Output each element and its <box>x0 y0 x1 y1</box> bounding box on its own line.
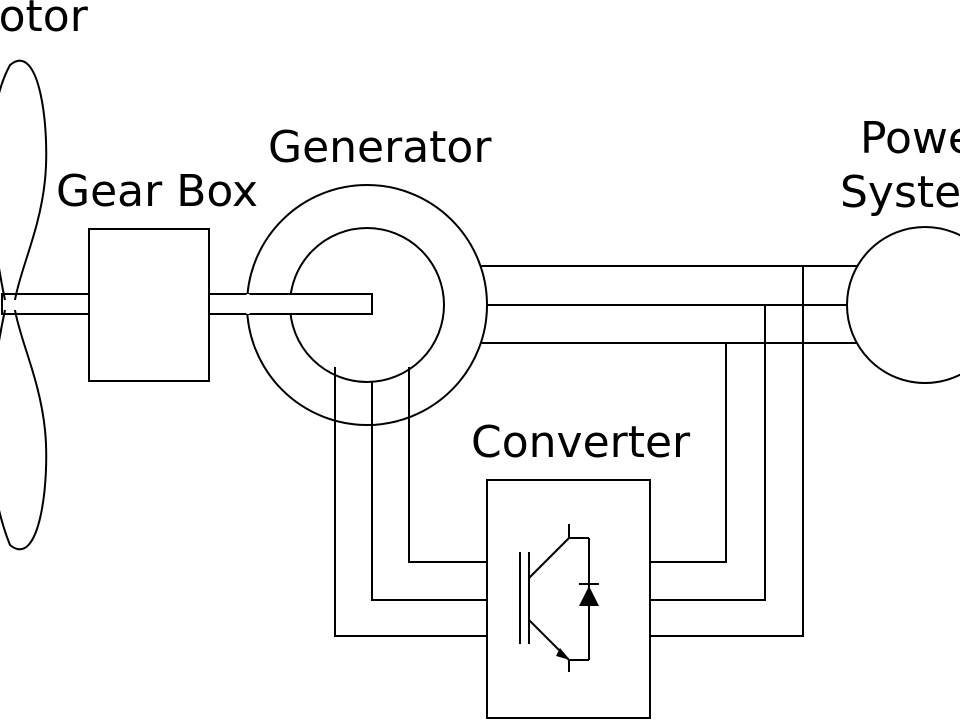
grid-line-2 <box>650 305 766 601</box>
igbt-diode-symbol <box>519 524 599 672</box>
power-system-circle <box>846 226 960 384</box>
gear-box-label: Gear Box <box>56 166 258 217</box>
converter-label: Converter <box>471 417 691 468</box>
grid-line-1 <box>650 343 727 563</box>
igbt-emitter-arrow <box>556 648 570 660</box>
rotor-line-2 <box>371 382 487 601</box>
grid-line-3 <box>650 266 804 637</box>
rotor-blade-lower <box>0 309 48 551</box>
power-system-label-line2: System <box>840 167 960 218</box>
diode-icon <box>579 586 599 606</box>
grid-side-lines <box>650 266 804 637</box>
rotor-blade-upper <box>0 59 48 301</box>
rotor-line-1 <box>408 367 487 563</box>
rotor <box>0 59 48 551</box>
generator-label: Generator <box>268 122 492 173</box>
converter-box <box>486 479 651 719</box>
stator-lines <box>481 265 860 344</box>
rotor-line-3 <box>334 367 487 637</box>
power-system-label-line1: Power <box>860 113 960 164</box>
shaft-generator-segment <box>208 293 373 315</box>
rotor-label: Rotor <box>0 0 89 42</box>
gear-box <box>88 228 210 382</box>
rotor-side-lines <box>334 367 487 637</box>
